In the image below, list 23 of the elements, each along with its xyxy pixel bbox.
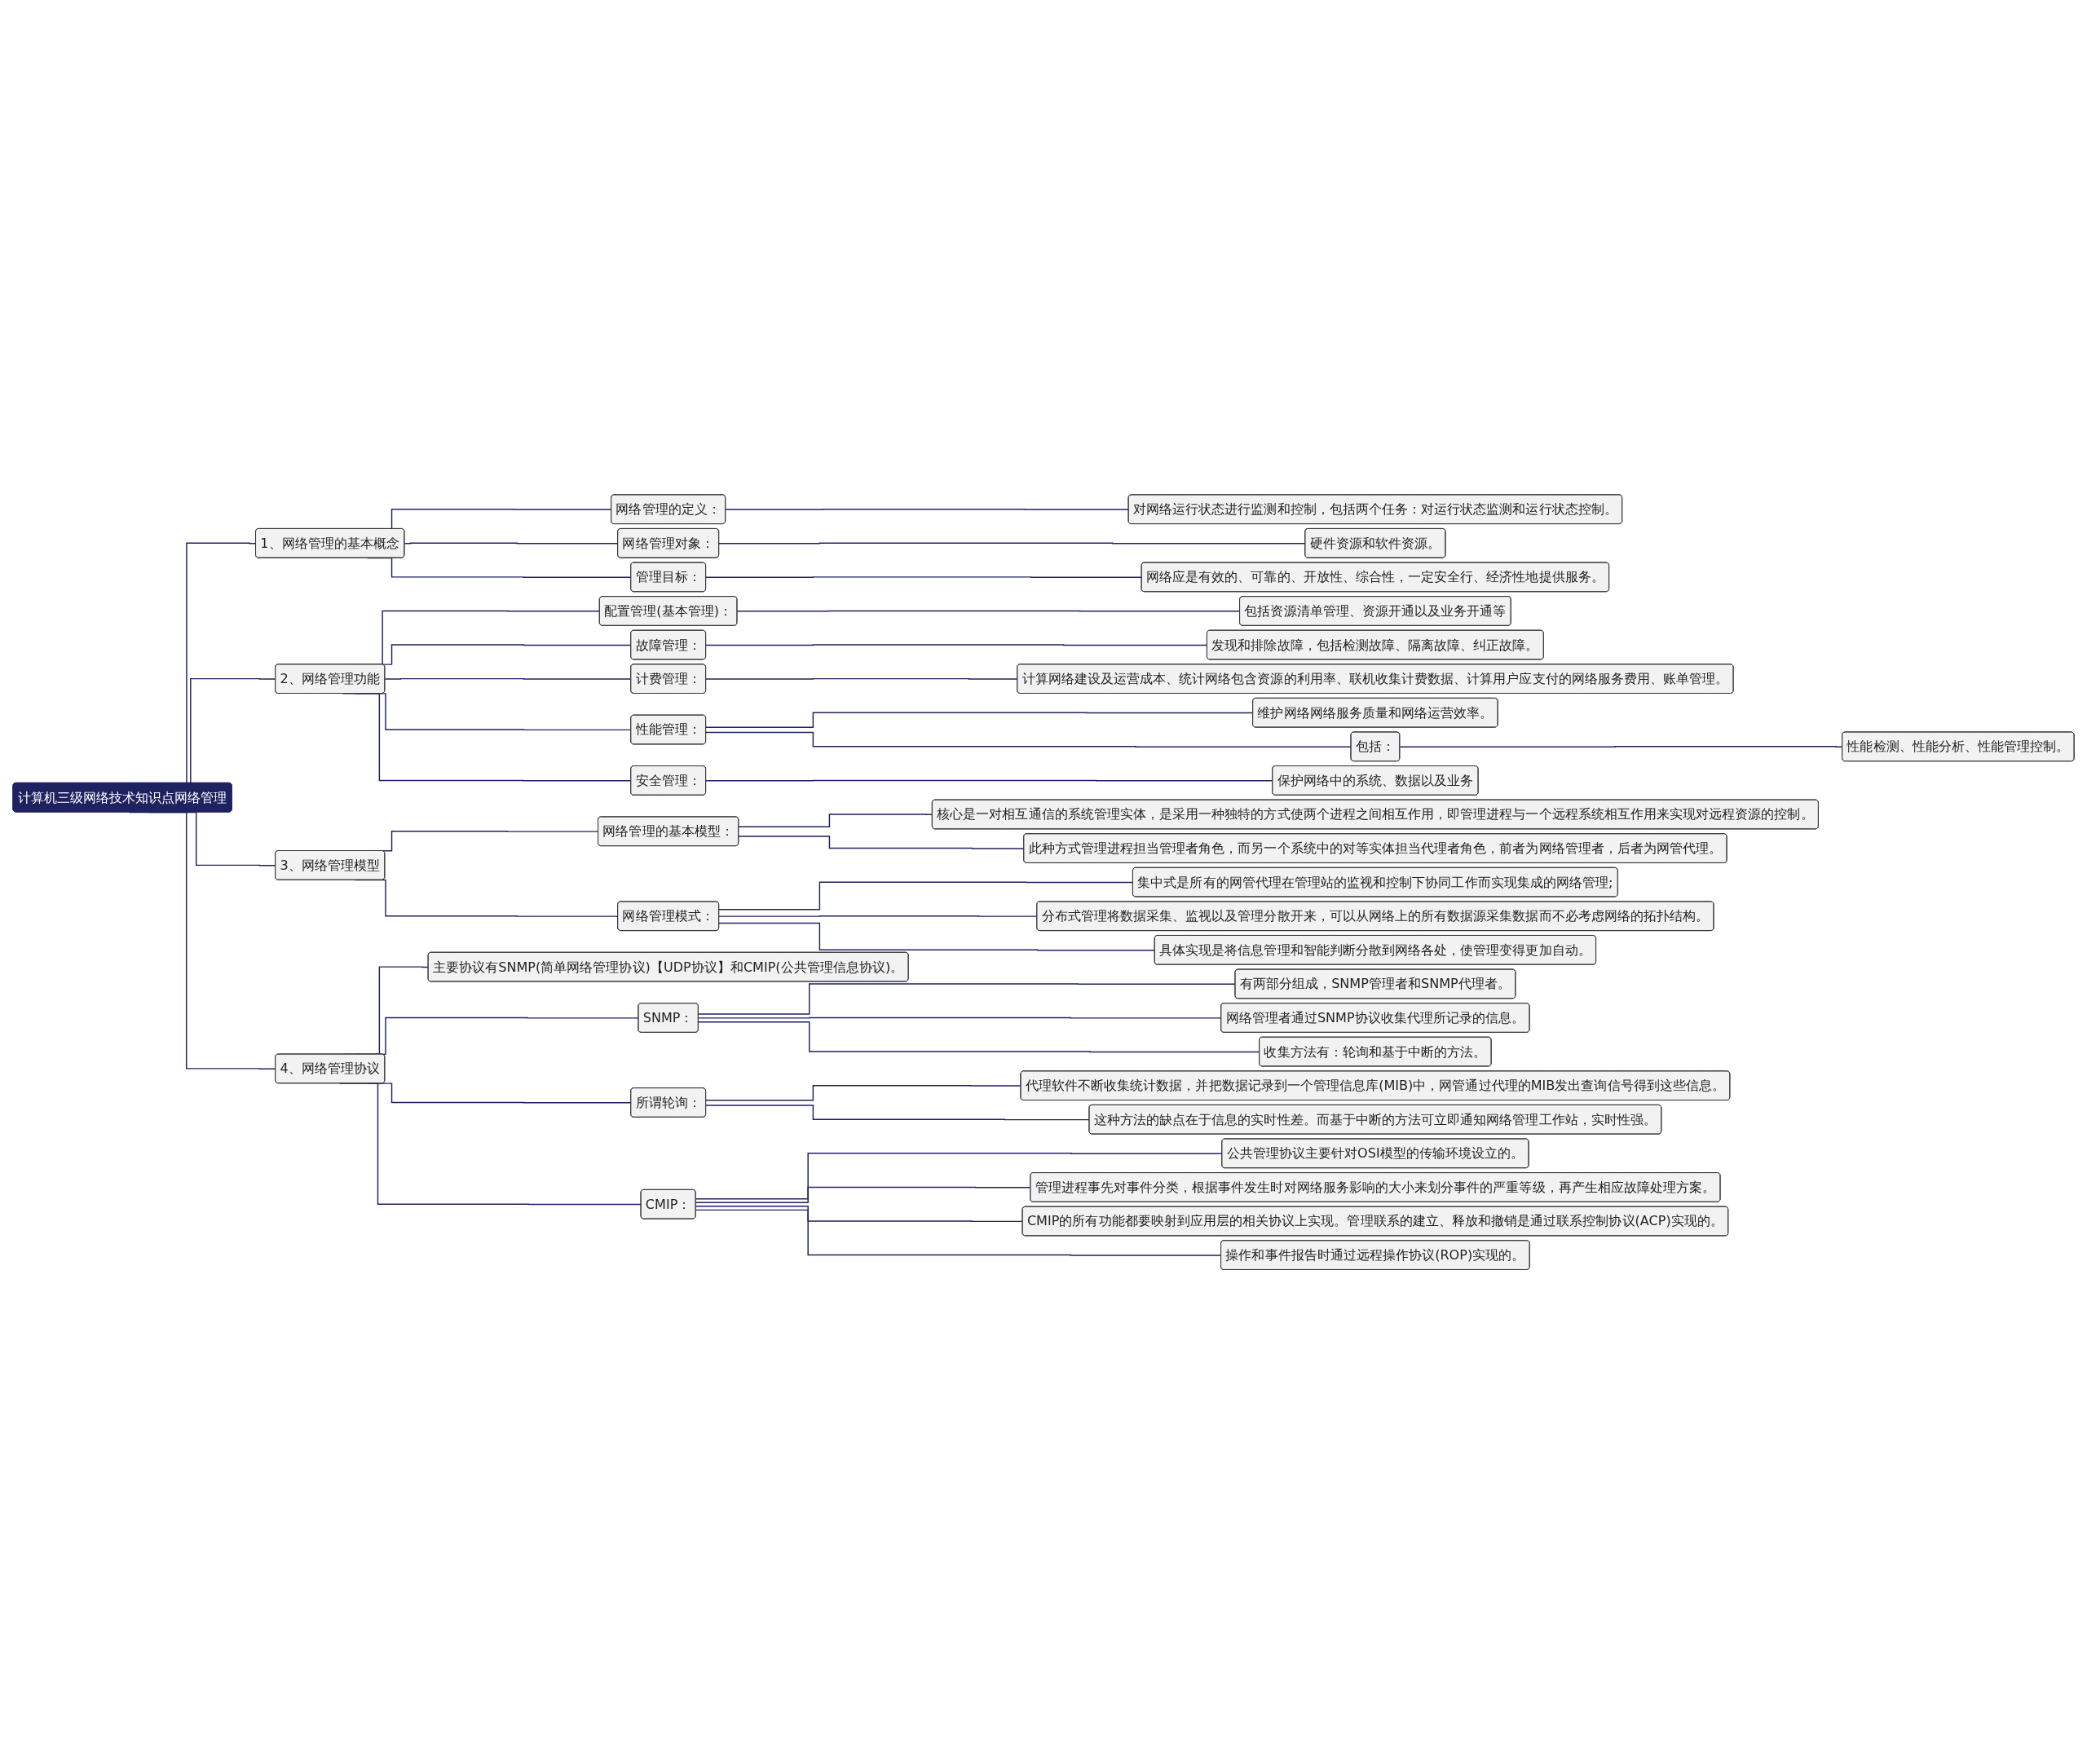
connector (738, 814, 933, 827)
connector (1399, 745, 1843, 747)
connector (718, 922, 1156, 951)
mind-map-drawing: 计算机三级网络技术知识点网络管理 1、网络管理的基本概念 网络管理的定义： 对网络运行状态进行监测和控制，包括两个任务：对运行状态监测和运行状态控制。 网络管理对象： 硬件资源和软件资源。 管理目标： 网络应是有效的、可靠的、开放性、综合性，一定安全行、经济性地提供服务。 2、网络管理功能 配置管理(基本管理)： 包括资源清单管理、资源开通以及业务开通等 故障管理： 发现和排除故障，包括检测故障、隔离故障、纠正故障。 计费管理： 计算网络建设及运营成本、统计网络包含资源的利用率、联机收集计费数据、计算用户应支付的网络服务费用、账单管理。 性能管理： 维护网络网络服务质量和网络运营效率。 包括： 性能检测、性能分析、性能管理控制。 安全管理： 保护网络中的系统、数据以及业务 3、网络管理模型 网络管理的基本模型： 核心是一对相互通信的系统管理实体，是采用一种独特的方式使两个进程之间相互作用，即管理进程与一个远程系统相互作用来实现对远程资源的控制。 此种方式管理进程担当管理者角色，而另一个系统中的对等实体担当代理者角色，前者为网络管理者，后者为网管代理。 网络管理模式： 集中式是所有的网管代理在管理站的监视和控制下协同工作而实现集成的网络管理; 分布式管理将数据采集、监视以及管理分散开来，可以从网络上的所有数据源采集数据而不必考虑网络的拓扑结构。 具体实现是将信息管理和智能判断分散到网络各处，使管理变得更加自动。 4、网络管理协议 主要协议有SNMP(简单网络管理协议)【UDP协议】和CMIP(公共管理信息协议)。 SNMP： 有两部分组成，SNMP管理者和SNMP代理者。 网络管理者通过SNMP协议收集代理所记录的信息。 收集方法有：轮询和基于中断的方法。 所谓轮询： 代理软件不断收集统计数据，并把数据记录到一个管理信息库(MIB)中，网管通过代理的MIB发出查询信号得到这些信息。 这种方法的缺点在于信息的实时性差。而基于中断的方法可立即通知网络管理工作站，实时性强。 CMIP： 公共管理协议主要针对OSI模型的传输环境设立的。 管理进程事先对事件分类，根据事件发生时对网络服务影响的大小来划分事件的严重等级，再产生相应故障处理方案。 CMIP的所有功能都要映射到应用层的相关协议上实现。管理联系的建立、释放和撤销是通过联系控制协议(ACP)实现的。 操作和事件报告时通过远程操作协议(ROP)实现的。 (8, 489, 2079, 1275)
connector (705, 712, 1254, 728)
connector (695, 1209, 1222, 1256)
connector (384, 677, 632, 680)
connector (705, 779, 1273, 782)
connector (695, 1186, 1031, 1203)
connector (404, 542, 619, 545)
connector (705, 576, 1143, 578)
connector (705, 644, 1208, 646)
connector (718, 542, 1306, 545)
connector (695, 1205, 1024, 1222)
connector (736, 610, 1241, 612)
connector (695, 1152, 1223, 1200)
connector (705, 677, 1018, 680)
connector (698, 1017, 1222, 1019)
connector (725, 508, 1130, 510)
connector (698, 1021, 1260, 1052)
connector (738, 836, 1025, 849)
connector (718, 881, 1134, 911)
connector (718, 915, 1038, 917)
